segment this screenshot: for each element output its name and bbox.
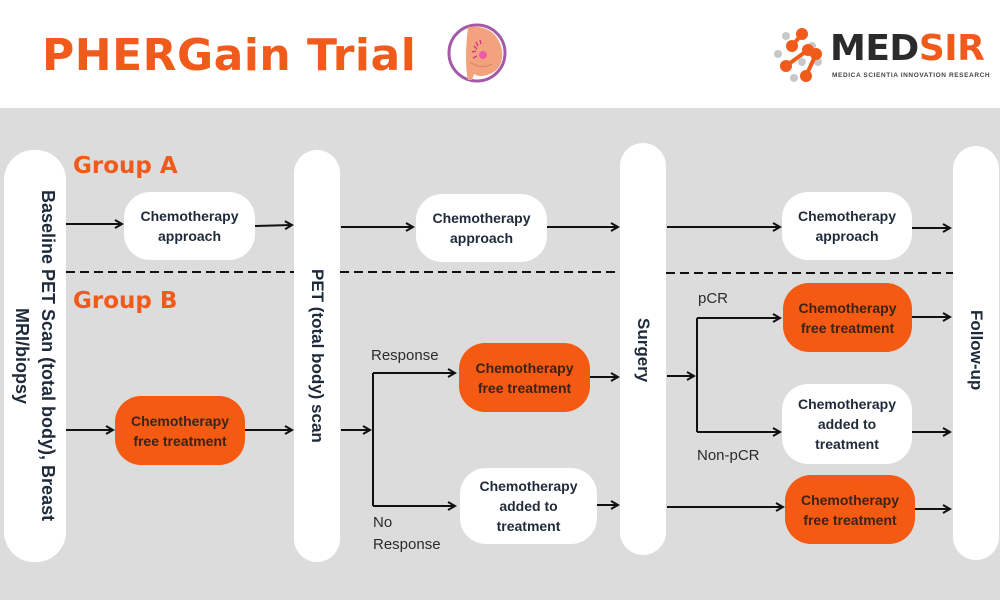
non-pcr-label: Non-pCR [697,447,760,464]
page-title: PHERGain Trial [42,30,417,81]
group-b-label: Group B [73,288,178,314]
group-a-chemo-box-1: Chemotherapy approach [124,192,255,260]
stage-surgery [620,143,666,555]
molecule-logo-icon [774,28,822,82]
response-label: Response [371,347,439,364]
group-a-chemo-box-3: Chemotherapy approach [782,192,912,260]
group-b-chemo-free-box: Chemotherapy free treatment [115,396,245,465]
pcr-label: pCR [698,290,729,307]
stage-surgery-label: Surgery [634,317,653,383]
response-chemo-free-box: Chemotherapy free treatment [459,343,590,412]
medsir-logo: MEDSIR MEDICA SCIENTIA INNOVATION RESEAR… [772,28,990,88]
no-response-label: No Response [373,514,441,553]
group-a-label: Group A [73,153,178,179]
non-pcr-chemo-added-box: Chemotherapy added to treatment [782,384,912,464]
no-response-post-surgery-chemo-free-box: Chemotherapy free treatment [785,475,915,544]
no-response-chemo-added-box: Chemotherapy added to treatment [460,468,597,544]
logo-wordmark: MEDSIR [830,28,985,69]
stage-baseline [4,150,66,562]
header: PHERGain Trial MEDSIR MEDICA SCIENTIA IN… [0,0,1000,108]
arrow [254,225,292,226]
stage-followup [953,146,999,560]
group-a-chemo-box-2: Chemotherapy approach [416,194,547,262]
logo-tagline: MEDICA SCIENTIA INNOVATION RESEARCH [832,72,991,79]
stage-baseline-label: Baseline PET Scan (total body), Breast M… [12,190,58,522]
breast-icon [447,23,507,83]
stage-pet-label: PET (total body) scan [308,269,327,443]
pcr-chemo-free-box: Chemotherapy free treatment [783,283,912,352]
stage-pet [294,150,340,562]
stage-followup-label: Follow-up [967,309,986,391]
